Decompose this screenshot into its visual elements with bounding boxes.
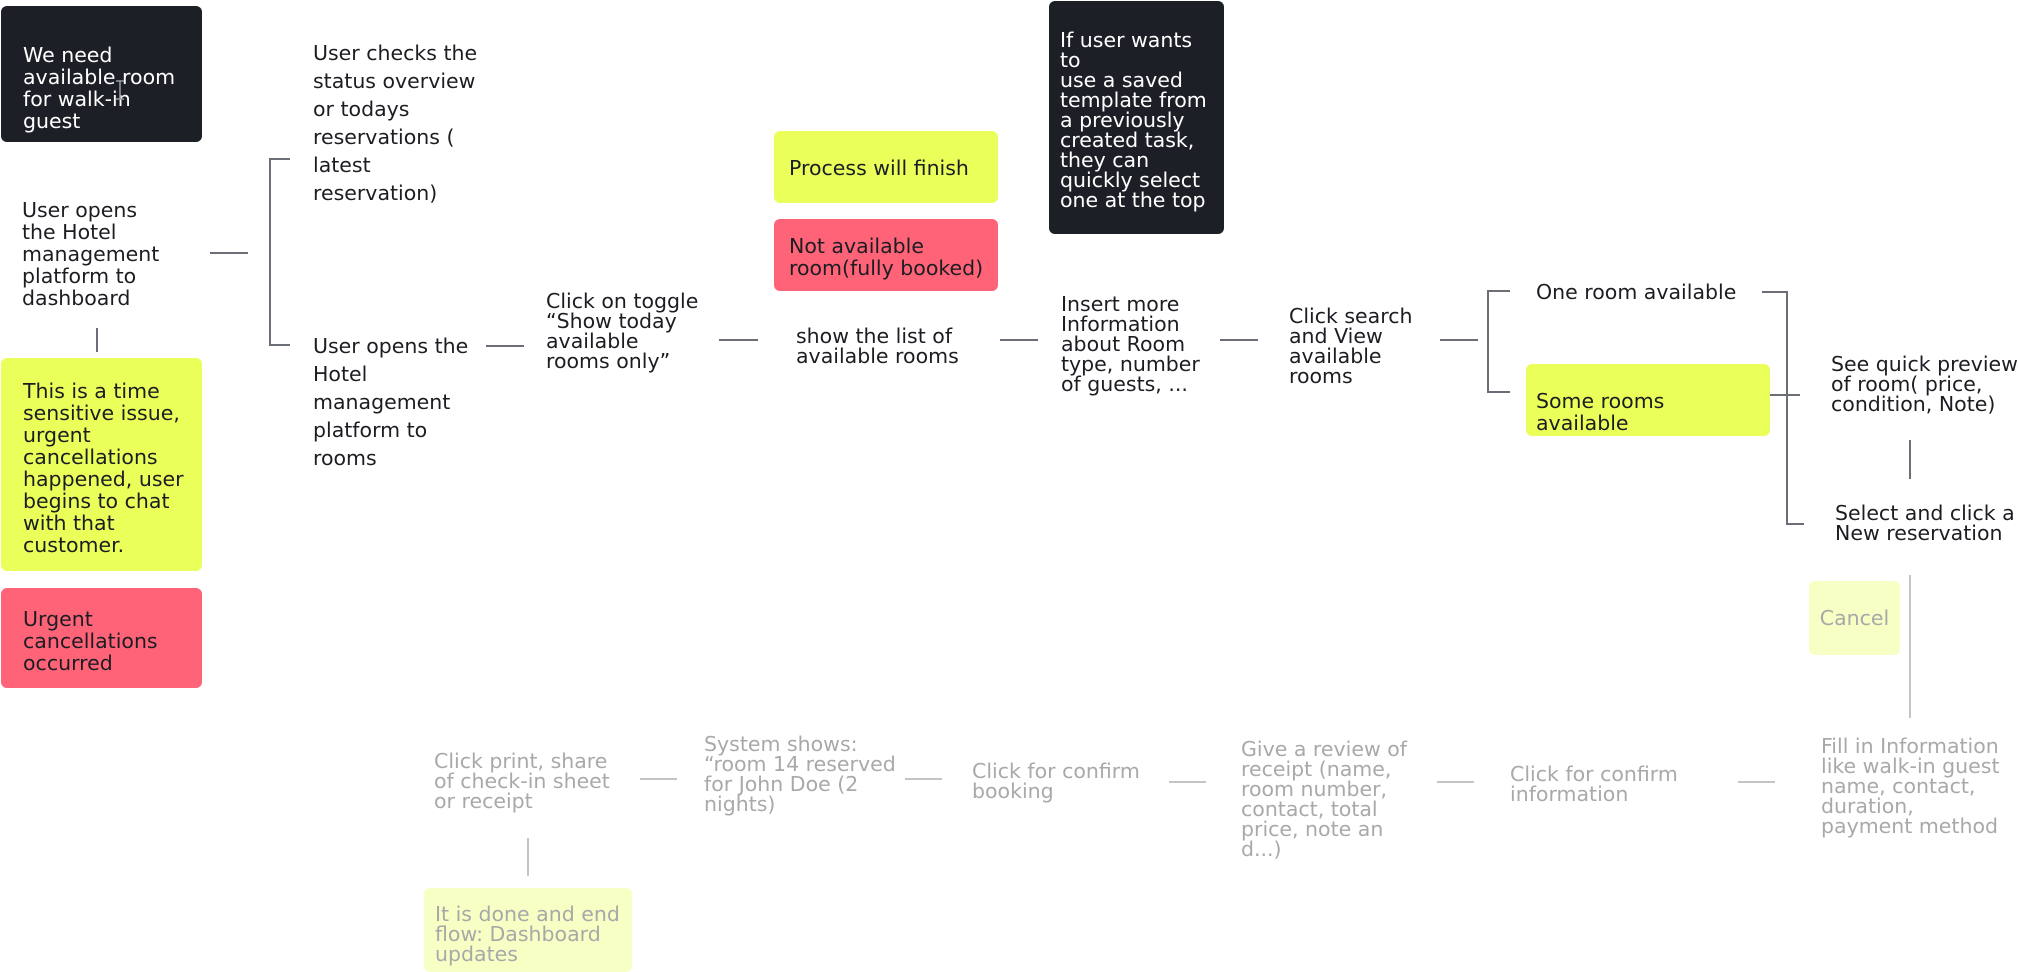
cancel-label: Cancel xyxy=(1819,606,1890,630)
process-finish-card[interactable]: Process will finish xyxy=(774,131,998,203)
step-insert-info[interactable]: Insert more Information about Room type,… xyxy=(1061,292,1200,396)
not-available-text: Not available room(fully booked) xyxy=(789,234,984,280)
step-quick-preview[interactable]: See quick preview of room( price, condit… xyxy=(1831,352,2018,416)
some-rooms-card[interactable]: Some rooms available xyxy=(1526,364,1770,436)
saved-template-text: If user wants to use a saved template fr… xyxy=(1060,28,1207,212)
time-sensitive-card[interactable]: This is a time sensitive issue, urgent c… xyxy=(1,358,202,571)
walk-in-need-text: We need available room for walk-in guest xyxy=(23,43,176,133)
saved-template-card[interactable]: If user wants to use a saved template fr… xyxy=(1049,1,1224,234)
step-confirm-info[interactable]: Click for confirm information xyxy=(1510,762,1678,806)
done-card[interactable]: It is done and end flow: Dashboard updat… xyxy=(424,888,632,972)
not-available-card[interactable]: Not available room(fully booked) xyxy=(774,219,998,291)
cancel-button[interactable]: Cancel xyxy=(1809,581,1900,655)
step-open-rooms[interactable]: User opens the Hotel management platform… xyxy=(313,334,469,470)
step-toggle[interactable]: Click on toggle “Show today available ro… xyxy=(546,289,699,373)
time-sensitive-text: This is a time sensitive issue, urgent c… xyxy=(23,379,184,557)
urgent-cancellations-card[interactable]: Urgent cancellations occurred xyxy=(1,588,202,688)
text-cursor-icon xyxy=(116,80,124,100)
step-print-share[interactable]: Click print, share of check-in sheet or … xyxy=(434,749,610,813)
walk-in-need-card[interactable]: We need available room for walk-in guest xyxy=(1,6,202,142)
some-rooms-text: Some rooms available xyxy=(1536,389,1665,435)
step-check-status[interactable]: User checks the status overview or today… xyxy=(313,41,478,205)
step-fill-info[interactable]: Fill in Information like walk-in guest n… xyxy=(1821,734,2000,838)
step-review-receipt[interactable]: Give a review of receipt (name, room num… xyxy=(1241,737,1407,861)
step-one-room[interactable]: One room available xyxy=(1536,280,1737,304)
done-text: It is done and end flow: Dashboard updat… xyxy=(435,902,620,966)
urgent-cancellations-text: Urgent cancellations occurred xyxy=(23,607,158,675)
process-finish-text: Process will finish xyxy=(789,156,969,180)
branch-bracket xyxy=(269,158,290,346)
step-select-new[interactable]: Select and click a New reservation xyxy=(1835,501,2015,545)
step-show-list[interactable]: show the list of available rooms xyxy=(796,324,959,368)
step-open-dashboard[interactable]: User opens the Hotel management platform… xyxy=(22,198,160,310)
step-search[interactable]: Click search and View available rooms xyxy=(1289,304,1413,388)
step-system-shows[interactable]: System shows: “room 14 reserved for John… xyxy=(704,732,896,816)
step-confirm-booking[interactable]: Click for confirm booking xyxy=(972,759,1140,803)
search-branch-bracket xyxy=(1487,290,1510,393)
